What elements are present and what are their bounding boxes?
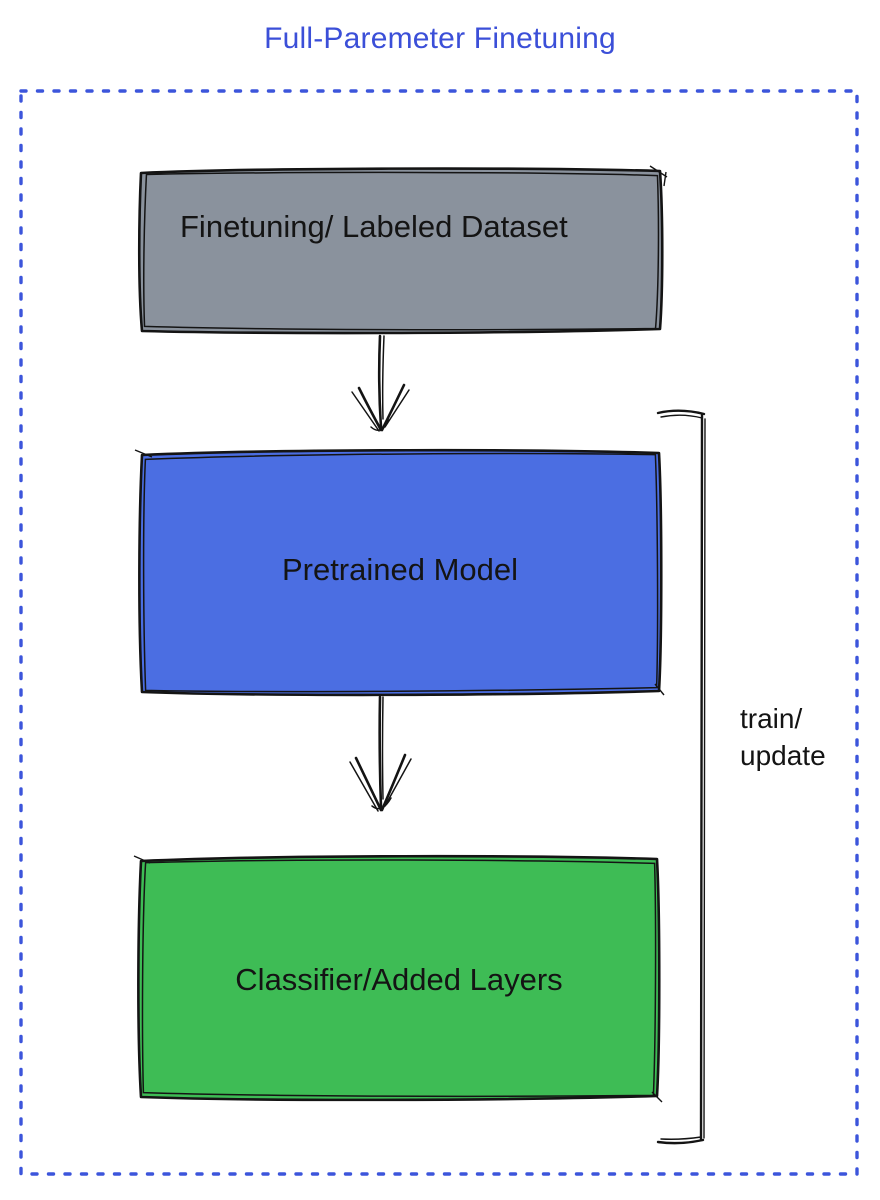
train-update-label: train/ update (740, 700, 826, 774)
pretrained-model-corner-ticks (134, 449, 665, 696)
train-update-label-line2: update (740, 740, 826, 771)
dotted-frame (19, 89, 859, 1176)
pretrained-model-label: Pretrained Model (281, 552, 519, 587)
node-pretrained-model (134, 448, 665, 697)
pretrained-model-box (138, 448, 663, 697)
pretrained-model-box-sketchline (142, 452, 659, 693)
finetuning-dataset-label: Finetuning/ Labeled Dataset (180, 209, 568, 244)
classifier-added-layers-corner-ticks (133, 855, 663, 1103)
diagram-title: Full-Paremeter Finetuning (264, 22, 616, 55)
node-finetuning-dataset (137, 165, 668, 335)
classifier-added-layers-box-sketchline (141, 859, 657, 1098)
classifier-added-layers-label: Classifier/Added Layers (235, 962, 563, 997)
finetuning-dataset-corner-ticks (649, 165, 668, 187)
train-update-label-line1: train/ (740, 703, 803, 734)
node-classifier-added-layers (133, 854, 663, 1103)
train-update-bracket (656, 409, 706, 1145)
classifier-added-layers-box (137, 854, 661, 1102)
finetuning-dataset-box-sketchline (143, 171, 660, 331)
arrow-dataset-to-pretrained (351, 334, 410, 432)
finetuning-dataset-box (137, 167, 664, 335)
arrow-pretrained-to-classifier (349, 695, 412, 812)
